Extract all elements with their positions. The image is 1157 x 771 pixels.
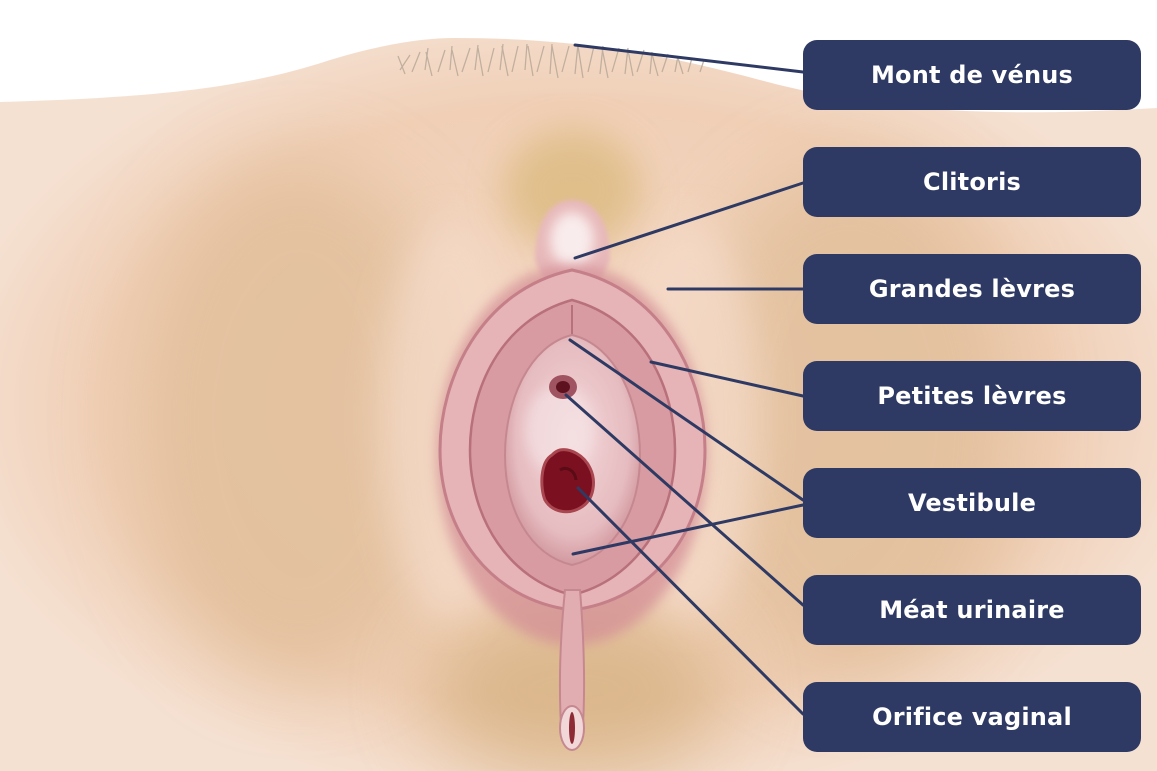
label-petites-levres-text: Petites lèvres xyxy=(877,382,1066,410)
label-mont-de-venus: Mont de vénus xyxy=(803,40,1141,110)
perineum-illustration xyxy=(560,590,584,750)
label-vestibule-text: Vestibule xyxy=(908,489,1036,517)
urethral-meatus-illustration xyxy=(549,375,577,399)
label-orifice-vaginal: Orifice vaginal xyxy=(803,682,1141,752)
vaginal-orifice-illustration xyxy=(542,450,594,512)
label-meat-urinaire: Méat urinaire xyxy=(803,575,1141,645)
clitoris-glans xyxy=(550,212,594,268)
label-meat-urinaire-text: Méat urinaire xyxy=(879,596,1065,624)
label-vestibule: Vestibule xyxy=(803,468,1141,538)
label-grandes-levres-text: Grandes lèvres xyxy=(869,275,1075,303)
label-clitoris: Clitoris xyxy=(803,147,1141,217)
label-clitoris-text: Clitoris xyxy=(923,168,1021,196)
label-grandes-levres: Grandes lèvres xyxy=(803,254,1141,324)
label-orifice-vaginal-text: Orifice vaginal xyxy=(872,703,1072,731)
label-petites-levres: Petites lèvres xyxy=(803,361,1141,431)
label-mont-de-venus-text: Mont de vénus xyxy=(871,61,1073,89)
